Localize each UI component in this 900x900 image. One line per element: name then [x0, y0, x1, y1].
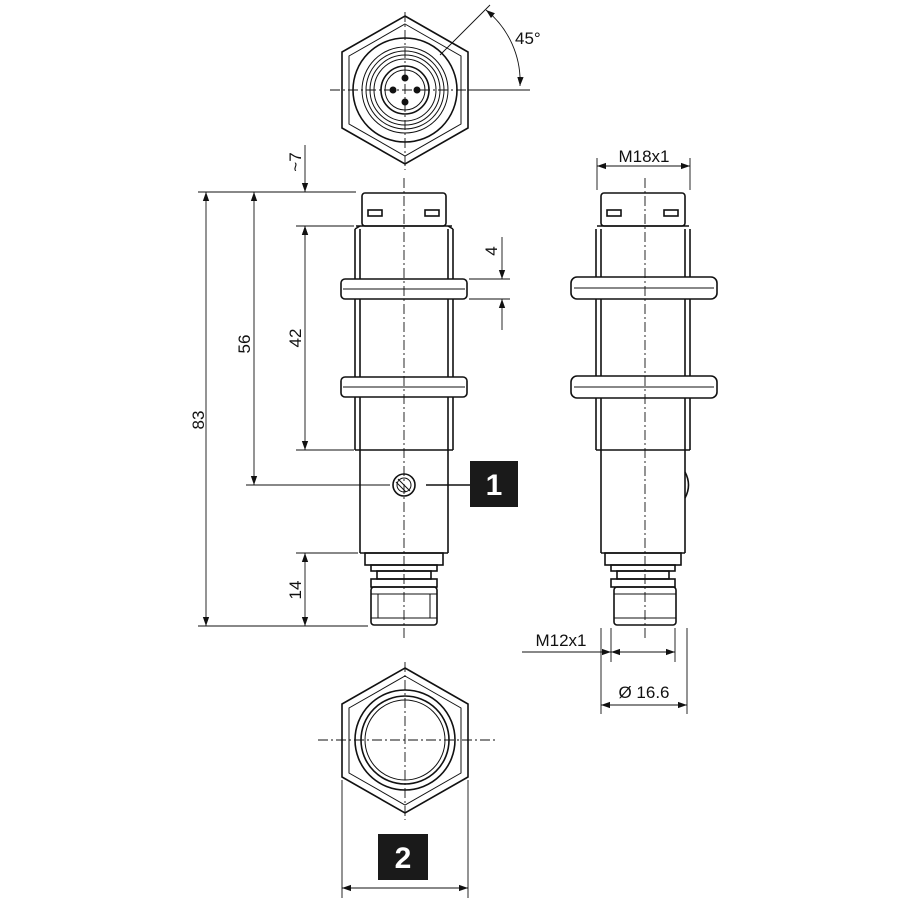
cap-length-label: ~7	[286, 152, 305, 171]
bottom-hex-view	[318, 662, 496, 898]
diameter-label: Ø 16.6	[618, 683, 669, 702]
left-dimensions: 83 56 42 ~7 14 4	[189, 145, 510, 627]
connector-length-label: 14	[286, 581, 305, 600]
callout-2-label: 2	[395, 842, 412, 875]
callout-2: 2	[378, 834, 428, 880]
right-dimensions: M18x1 M12x1 Ø 16.6	[522, 147, 691, 714]
thread-length-label: 42	[286, 329, 305, 348]
callout-1: 1	[426, 461, 518, 507]
adjust-position-label: 56	[235, 335, 254, 354]
thread-connector-label: M12x1	[535, 631, 586, 650]
callout-1-label: 1	[486, 469, 503, 502]
right-side-view	[570, 178, 718, 638]
total-length-label: 83	[189, 411, 208, 430]
thread-main-label: M18x1	[618, 147, 669, 166]
left-side-view	[340, 178, 468, 638]
top-hex-view: 45°	[330, 4, 541, 170]
angle-label: 45°	[515, 29, 541, 48]
nut-thickness-label: 4	[482, 246, 501, 255]
